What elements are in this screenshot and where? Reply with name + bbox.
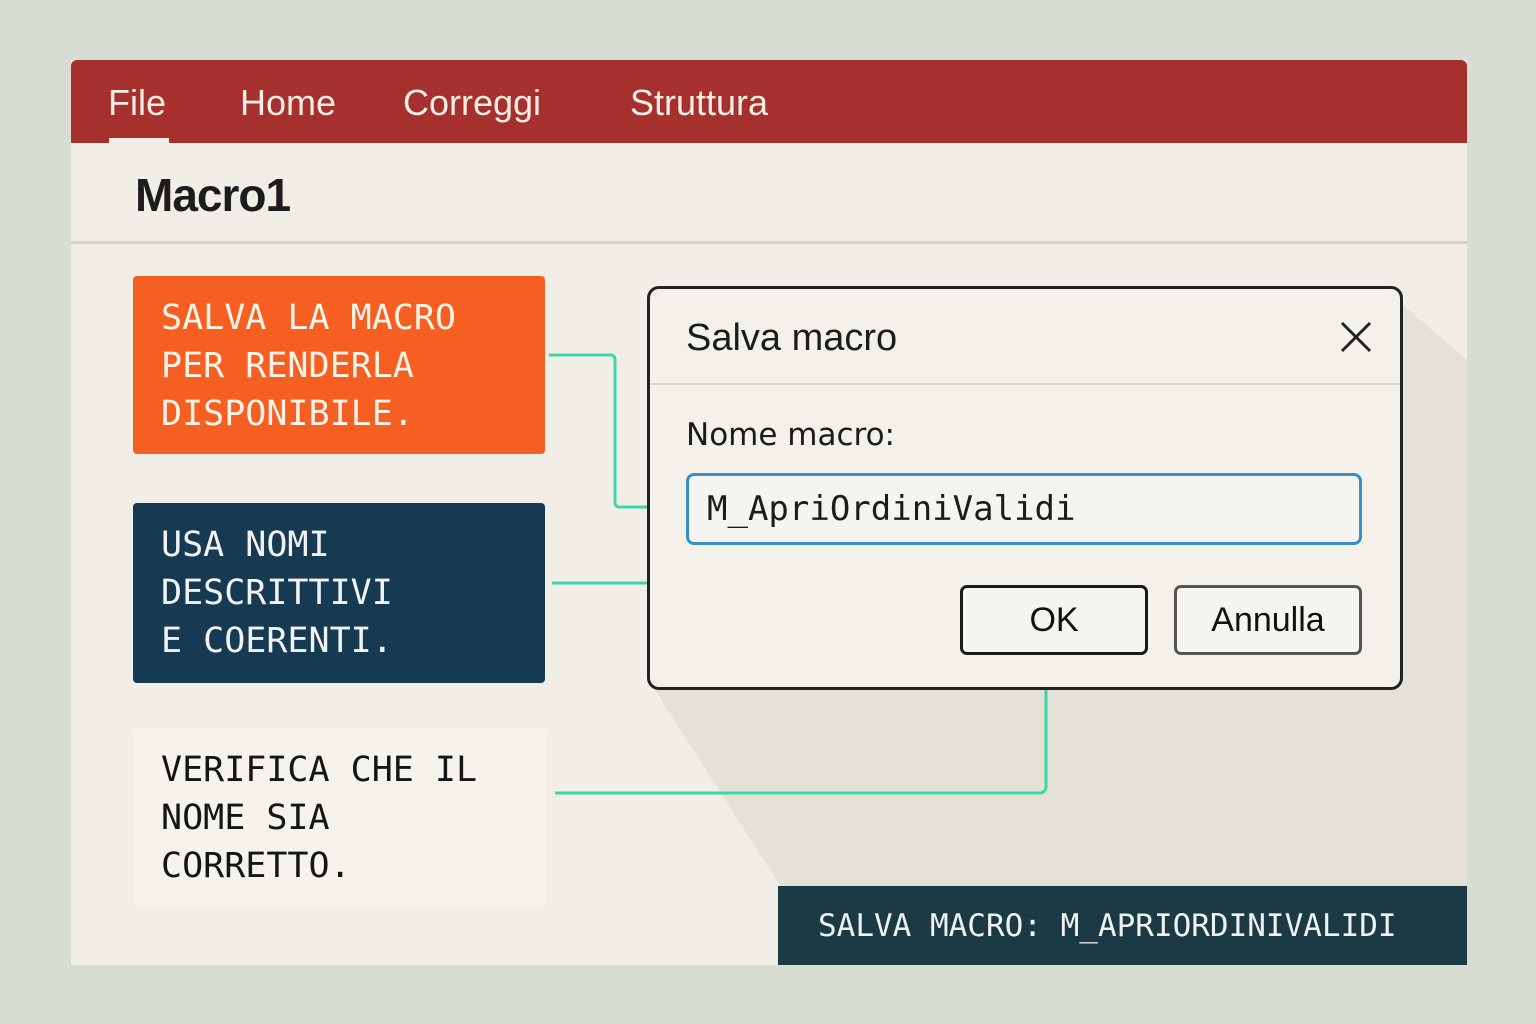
ok-button[interactable]: OK: [960, 585, 1148, 655]
dialog-shadow: [651, 300, 1467, 965]
callout-save: SALVA LA MACRO PER RENDERLA DISPONIBILE.: [133, 276, 545, 454]
menu-file[interactable]: File: [108, 82, 167, 123]
dialog-divider: [650, 383, 1400, 385]
dialog-title: Salva macro: [686, 317, 898, 359]
divider: [71, 241, 1467, 244]
close-icon[interactable]: [1336, 317, 1376, 357]
menu-struttura[interactable]: Struttura: [630, 82, 769, 123]
status-bar: SALVA MACRO: M_APRIORDINIVALIDI: [778, 886, 1467, 965]
macro-name-label: Nome macro:: [686, 417, 895, 453]
app-window: File Home Correggi Struttura Macro1 SALV…: [71, 60, 1467, 965]
menu-correggi[interactable]: Correggi: [403, 82, 542, 123]
save-macro-dialog: Salva macro Nome macro: OK Annulla: [647, 286, 1403, 690]
cancel-button[interactable]: Annulla: [1174, 585, 1362, 655]
menu-bar: File Home Correggi Struttura: [71, 60, 1467, 143]
macro-name-input[interactable]: [686, 473, 1362, 545]
callout-verify: VERIFICA CHE IL NOME SIA CORRETTO.: [133, 728, 547, 906]
document-title: Macro1: [135, 169, 291, 221]
connector-lines: [549, 353, 1048, 795]
menu-home[interactable]: Home: [240, 82, 337, 123]
connector-1: [549, 353, 680, 509]
connector-3: [555, 660, 1048, 795]
active-tab-indicator: [109, 138, 169, 143]
callout-naming: USA NOMI DESCRITTIVI E COERENTI.: [133, 503, 545, 683]
